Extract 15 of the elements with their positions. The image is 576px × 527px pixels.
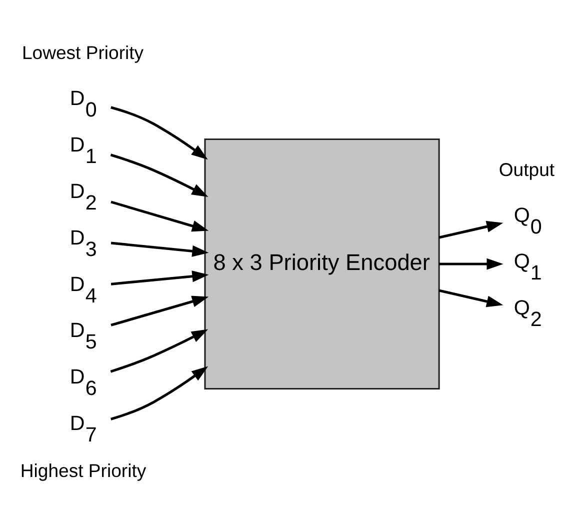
arrow <box>438 289 504 308</box>
arrow <box>110 154 208 197</box>
arrow <box>110 270 209 286</box>
arrow <box>110 296 209 326</box>
arrow <box>439 258 504 270</box>
arrow <box>438 220 504 239</box>
label: Highest Priority <box>20 460 146 481</box>
arrow <box>110 200 209 232</box>
label: Lowest Priority <box>22 42 144 64</box>
arrow <box>110 366 208 420</box>
label: Output <box>498 158 555 180</box>
arrow <box>110 242 209 257</box>
arrow <box>110 329 208 373</box>
arrow <box>110 106 208 160</box>
node-box: 8 x 3 Priority Encoder <box>204 138 440 390</box>
